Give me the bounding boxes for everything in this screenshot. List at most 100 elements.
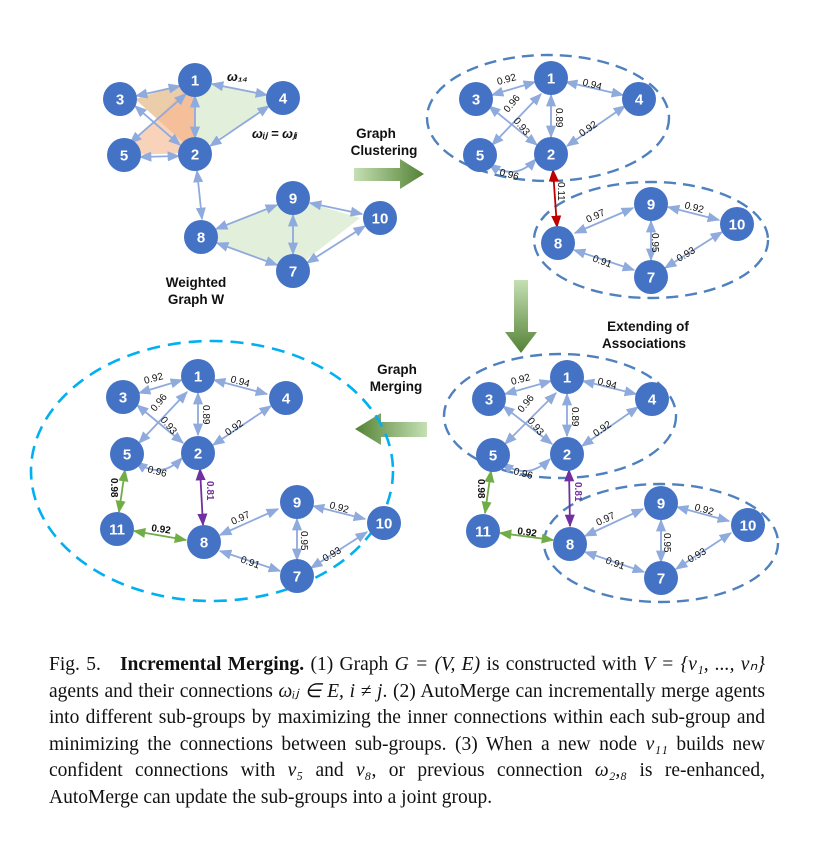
svg-text:3: 3 <box>485 392 493 409</box>
weight-5-11: 0.98 <box>475 479 486 499</box>
panel-extended: 0.92 0.94 0.89 0.96 0.93 0.92 0.96 0.81 … <box>442 352 780 604</box>
graph-clustering-label-line2: Clustering <box>351 143 418 158</box>
node-3: 3 <box>103 82 137 116</box>
node-9: 9 <box>280 485 314 519</box>
caption-title: Incremental Merging. <box>119 654 305 675</box>
node-4: 4 <box>269 381 303 415</box>
weighted-graph-label-line1: Weighted <box>166 275 227 290</box>
caption-text: . (2) AutoMerge can incrementally merge … <box>49 680 765 755</box>
graph-merging-arrow: Graph Merging <box>355 362 427 445</box>
node-5: 5 <box>110 437 144 471</box>
node-7: 7 <box>280 559 314 593</box>
svg-text:5: 5 <box>123 447 131 464</box>
caption-text: is re-enhanced, AutoMerge can update the… <box>49 760 766 808</box>
svg-text:2: 2 <box>547 147 555 164</box>
svg-text:3: 3 <box>119 390 127 407</box>
weak-edge-2-8 <box>548 168 562 229</box>
extending-label-line2: Associations <box>602 336 686 351</box>
new-edge-5-11 <box>481 469 495 515</box>
weight-3-2: 0.96 <box>502 93 523 115</box>
node-9: 9 <box>634 187 668 221</box>
figure-caption: Fig. 5. Incremental Merging. (1) Graph G… <box>49 652 765 811</box>
graph-merging-label-line1: Graph <box>377 362 417 377</box>
node-1: 1 <box>550 360 584 394</box>
node-3: 3 <box>472 382 506 416</box>
node-10: 10 <box>720 207 754 241</box>
weight-9-10: 0.92 <box>328 500 350 516</box>
svg-text:9: 9 <box>293 495 301 512</box>
extending-label-line1: Extending of <box>607 319 689 334</box>
node-8: 8 <box>541 226 575 260</box>
node-1: 1 <box>534 61 568 95</box>
caption-math: ω₂,₈ <box>594 760 628 781</box>
svg-text:2: 2 <box>563 447 571 464</box>
panel1-nodes: 1 3 4 5 2 9 10 8 7 <box>103 63 397 288</box>
weight-1-4: 0.94 <box>229 374 251 390</box>
weight-8-7: 0.91 <box>604 555 626 572</box>
weight-2-8-enhanced: 0.81 <box>204 481 215 501</box>
omega14-label: ω₁₄ <box>227 69 248 84</box>
weight-4-2: 0.92 <box>223 418 246 438</box>
svg-text:2: 2 <box>194 446 202 463</box>
node-7: 7 <box>276 254 310 288</box>
node-3: 3 <box>106 380 140 414</box>
incremental-merging-diagram: ω₁₄ ωᵢⱼ = ωⱼᵢ Weighted Graph W 1 3 4 5 2… <box>29 53 780 604</box>
svg-text:5: 5 <box>120 148 128 165</box>
weight-5-1: 0.93 <box>158 415 179 437</box>
node-5: 5 <box>476 438 510 472</box>
merged-group-ellipse <box>29 339 395 603</box>
svg-text:4: 4 <box>648 392 657 409</box>
caption-text: and <box>303 760 357 781</box>
panel-clustered: 0.92 0.94 0.89 0.96 0.93 0.92 0.96 0.11 … <box>425 53 770 300</box>
panel-merged: 0.92 0.94 0.89 0.96 0.93 0.92 0.96 0.81 … <box>29 339 401 603</box>
svg-text:9: 9 <box>657 496 665 513</box>
svg-text:10: 10 <box>729 217 746 234</box>
svg-text:5: 5 <box>476 148 484 165</box>
svg-text:11: 11 <box>475 524 491 541</box>
weight-8-7: 0.91 <box>239 554 261 571</box>
caption-text: is constructed with <box>480 654 644 675</box>
node-8: 8 <box>184 220 218 254</box>
node-10: 10 <box>363 201 397 235</box>
node-5: 5 <box>107 138 141 172</box>
new-edge-11-8 <box>132 527 188 544</box>
weight-8-7: 0.91 <box>591 253 613 270</box>
svg-text:8: 8 <box>197 230 205 247</box>
caption-math: V = {v₁, ..., vₙ} <box>643 654 766 675</box>
node-9: 9 <box>644 486 678 520</box>
svg-text:1: 1 <box>563 370 571 387</box>
node-3: 3 <box>459 82 493 116</box>
weight-1-3: 0.92 <box>143 371 165 387</box>
cluster-ellipse-bottom <box>532 180 770 300</box>
svg-text:3: 3 <box>116 92 124 109</box>
node-2: 2 <box>178 137 212 171</box>
node-4: 4 <box>266 81 300 115</box>
graph-clustering-arrow: Graph Clustering <box>351 126 424 189</box>
node-8: 8 <box>187 525 221 559</box>
weight-5-1: 0.93 <box>525 416 546 438</box>
svg-text:1: 1 <box>191 73 199 90</box>
weight-9-7: 0.95 <box>661 533 672 553</box>
svg-text:9: 9 <box>289 191 297 208</box>
caption-math: ωᵢⱼ ∈ E, i ≠ j <box>278 680 383 702</box>
caption-math: v₁₁ <box>645 733 668 755</box>
new-edge-5-11 <box>115 468 129 514</box>
svg-text:7: 7 <box>293 569 301 586</box>
node-7: 7 <box>644 561 678 595</box>
omega-symmetric-label: ωᵢⱼ = ωⱼᵢ <box>252 126 298 141</box>
svg-text:2: 2 <box>191 147 199 164</box>
weight-1-3: 0.92 <box>510 372 532 388</box>
svg-text:5: 5 <box>489 448 497 465</box>
weight-1-2: 0.89 <box>200 405 211 425</box>
caption-text: agents and their connections <box>49 680 279 702</box>
weight-4-2: 0.92 <box>591 419 614 439</box>
node-1: 1 <box>181 359 215 393</box>
weight-1-4: 0.94 <box>596 376 618 392</box>
svg-text:3: 3 <box>472 92 480 109</box>
node-11: 11 <box>100 512 134 546</box>
panel2-nodes: 1 3 4 5 2 9 10 8 7 <box>459 61 754 294</box>
caption-math: v₈ <box>356 760 372 781</box>
graph-merging-label-line2: Merging <box>370 379 423 394</box>
weight-8-9: 0.97 <box>585 207 608 225</box>
extending-arrow: Extending of Associations <box>505 280 689 353</box>
